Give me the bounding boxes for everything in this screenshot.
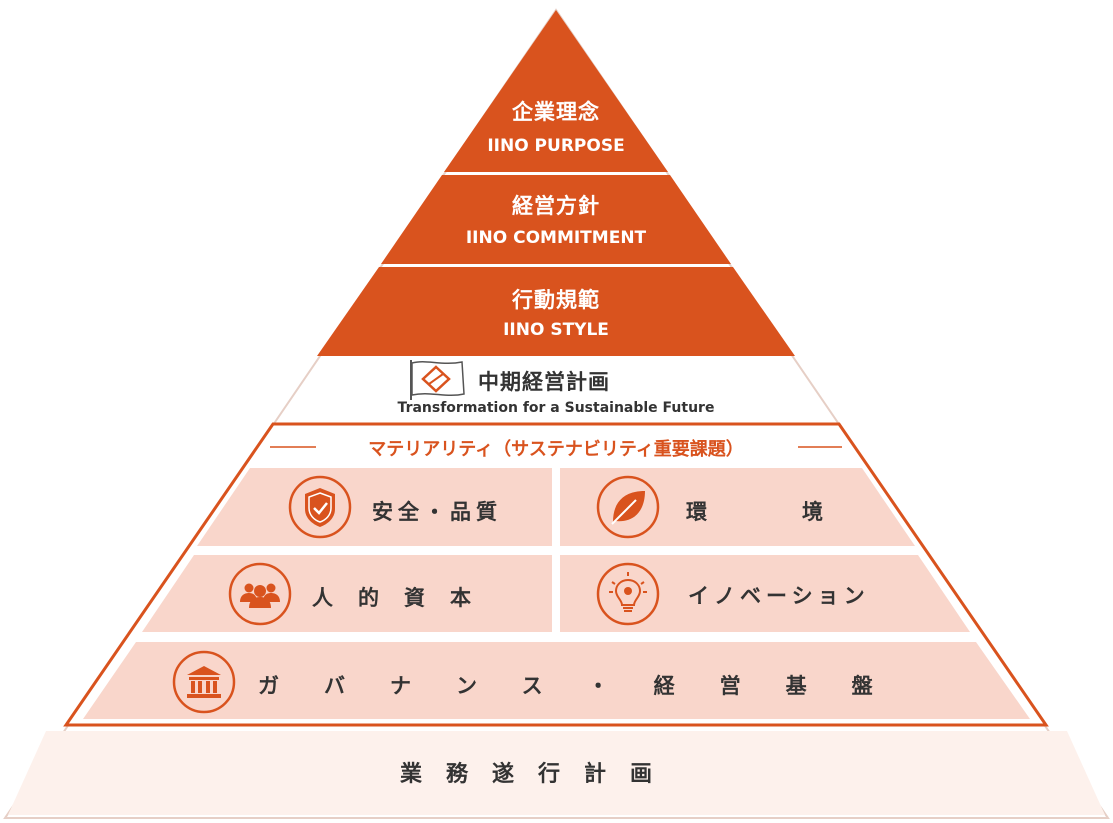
lightbulb-icon xyxy=(596,562,660,626)
materiality-human-capital: 人的資本 xyxy=(312,586,496,610)
tier-purpose-shape xyxy=(444,10,668,172)
leaf-icon xyxy=(596,475,660,539)
tier-purpose-title: 企業理念 xyxy=(512,100,600,124)
plan-title: 中期経営計画 xyxy=(478,370,610,394)
tier-commitment-shape xyxy=(381,175,731,264)
materiality-row2-right xyxy=(560,555,970,632)
tier-base-shape xyxy=(8,731,1105,815)
people-group-icon xyxy=(228,562,292,626)
materiality-heading: マテリアリティ（サステナビリティ重要課題） xyxy=(368,439,744,460)
company-flag-icon xyxy=(410,360,465,400)
materiality-safety-quality: 安全・品質 xyxy=(372,500,502,524)
tier-base-title: 業務遂行計画 xyxy=(400,762,677,787)
tier-style-subtitle: IINO STYLE xyxy=(503,320,609,340)
tier-style-title: 行動規範 xyxy=(512,288,600,312)
tier-purpose-subtitle: IINO PURPOSE xyxy=(487,136,625,156)
tier-commitment-subtitle: IINO COMMITMENT xyxy=(465,228,647,248)
materiality-row2-left xyxy=(142,555,552,632)
materiality-row3 xyxy=(83,642,1030,719)
tier-style-shape xyxy=(317,267,795,356)
materiality-innovation: イノベーション xyxy=(688,584,870,608)
shield-check-icon xyxy=(288,475,352,539)
tier-commitment-title: 経営方針 xyxy=(512,194,600,218)
materiality-row1-right xyxy=(560,468,915,546)
materiality-row1-left xyxy=(197,468,552,546)
materiality-governance: ガバナンス・経営基盤 xyxy=(258,674,918,698)
plan-subtitle: Transformation for a Sustainable Future xyxy=(397,400,715,416)
institution-icon xyxy=(172,650,236,714)
materiality-environment: 環境 xyxy=(686,500,918,524)
